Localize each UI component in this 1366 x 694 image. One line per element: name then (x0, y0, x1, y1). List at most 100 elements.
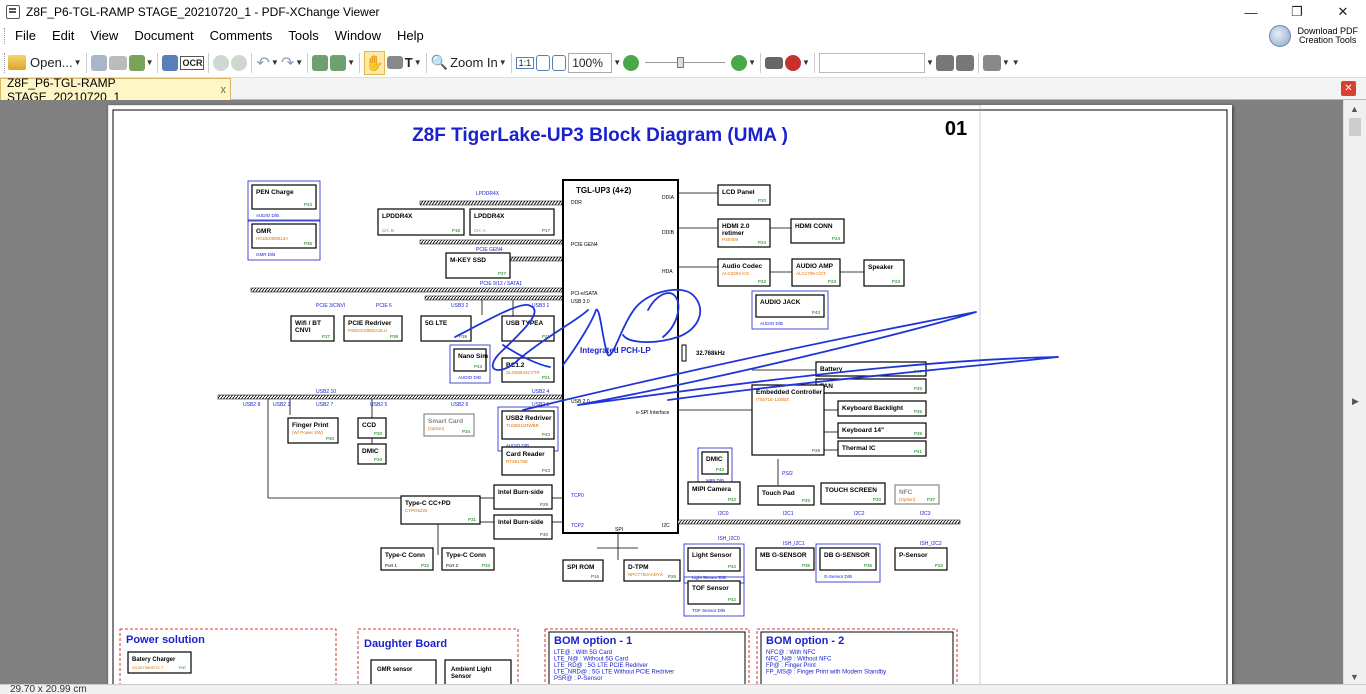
cpu-ddib: DDIB (662, 230, 675, 236)
tab-close-icon[interactable]: x (220, 83, 227, 96)
zoom-in-button[interactable]: ▼ (731, 51, 756, 75)
export-icon (128, 54, 145, 71)
bom-line: LTE_RD@ : 5G LTE PCIE Redriver (554, 663, 648, 669)
block-name: P-Sensor (899, 552, 928, 559)
bus-usb3-1: USB3 1 (532, 303, 549, 309)
block-page: P37 (927, 497, 936, 502)
block-page: P29 (540, 502, 549, 507)
cpu-integrated: Integrated PCH-LP (580, 346, 651, 355)
menu-view[interactable]: View (90, 28, 119, 43)
search-input[interactable] (818, 52, 925, 73)
zoom-level-input[interactable]: 100% (568, 52, 613, 73)
bus-pcie-gen4: PCIE GEN4 (476, 247, 503, 253)
snapshot-button[interactable] (386, 51, 403, 75)
select-text-button[interactable]: T▼ (404, 55, 422, 70)
zoom-in-tool-button[interactable]: 🔍 Zoom In ▼ (430, 54, 507, 70)
block-page: P31 (468, 517, 477, 522)
forward-button[interactable] (231, 51, 248, 75)
menu-file[interactable]: File (15, 28, 36, 43)
block-page: P43 (474, 364, 483, 369)
scan-button[interactable] (162, 51, 179, 75)
download-pdf-tools-button[interactable]: Download PDF Creation Tools (1269, 24, 1358, 48)
scroll-up-icon[interactable]: ▲ (1350, 104, 1359, 114)
search-dropdown-icon[interactable]: ▼ (925, 58, 934, 67)
bus-i2c0: I2C0 (718, 511, 729, 517)
restore-button[interactable]: ❐ (1291, 4, 1303, 19)
toolbar-overflow-icon[interactable]: ▼ (1011, 58, 1020, 67)
rotate-ccw-button[interactable] (312, 51, 329, 75)
menu-edit[interactable]: Edit (51, 28, 75, 43)
block-page: P42 (728, 564, 737, 569)
bom1-title: BOM option - 1 (554, 635, 632, 647)
block-name: Intel Burn-side (498, 519, 544, 526)
document-viewport[interactable]: Z8F TigerLake-UP3 Block Diagram (UMA ) 0… (0, 100, 1343, 684)
open-button[interactable]: Open... ▼ (8, 51, 82, 75)
menu-window[interactable]: Window (334, 28, 382, 43)
spellcheck-button[interactable]: ▼ (785, 51, 810, 75)
block-name: AUDIO JACK (760, 299, 801, 306)
save-button[interactable] (90, 51, 107, 75)
open-dropdown-icon[interactable]: ▼ (73, 58, 82, 67)
side-panel-toggle-icon[interactable]: ▶ (1352, 396, 1359, 406)
camera-icon (386, 56, 403, 69)
undo-button[interactable]: ↶▼ (256, 54, 279, 72)
close-document-button[interactable]: ✕ (1341, 81, 1356, 96)
signature-scribble (454, 288, 1059, 411)
scroll-down-icon[interactable]: ▼ (1350, 672, 1359, 682)
close-button[interactable]: ✕ (1337, 4, 1349, 19)
block-page: P21 (542, 375, 551, 380)
zoom-slider[interactable] (641, 51, 729, 75)
block-note: GMR D/B (256, 252, 275, 257)
abc-icon (785, 54, 802, 71)
cpu-tcp2: TCP2 (571, 523, 584, 529)
zoom-level-select[interactable]: 100% ▼ (568, 51, 621, 75)
cpu-tcp0: TCP0 (571, 493, 584, 499)
hand-tool-button[interactable]: ✋ (364, 50, 385, 75)
document-tab[interactable]: Z8F_P6-TGL-RAMP STAGE_20210720_1 x (0, 76, 231, 104)
block-page: P43 (542, 468, 551, 473)
rotate-cw-button[interactable]: ▼ (330, 51, 355, 75)
block-name: Keyboard 14" (842, 427, 884, 434)
print-button[interactable] (108, 51, 127, 75)
block-page: P21 (542, 334, 551, 339)
block-page: P27 (498, 271, 507, 276)
block-page: P25 (802, 498, 811, 503)
block-name: USB2 Redriver (506, 415, 552, 422)
ocr-button[interactable]: OCR (180, 51, 205, 75)
find-next-button[interactable] (955, 51, 974, 75)
block-note: G-Sensor D/B (824, 574, 852, 579)
menu-bar: File Edit View Document Comments Tools W… (0, 24, 1366, 48)
menu-tools[interactable]: Tools (288, 28, 319, 43)
minimize-button[interactable]: — (1244, 4, 1258, 20)
search-field[interactable]: ▼ (818, 51, 934, 75)
block-name: Touch Pad (762, 490, 795, 497)
block-name-2: retimer (722, 230, 745, 237)
block-page: P27 (322, 334, 331, 339)
tools-options-button[interactable]: ▼ (982, 51, 1010, 75)
menu-document[interactable]: Document (134, 28, 194, 43)
redo-button[interactable]: ↷▼ (280, 54, 304, 72)
block-page: P32 (421, 563, 430, 568)
fit-page-button[interactable] (536, 51, 551, 75)
app-icon (6, 5, 20, 19)
find-previous-button[interactable] (935, 51, 954, 75)
actual-size-button[interactable]: 1:1 (515, 51, 535, 75)
zoom-slider-thumb[interactable] (677, 56, 685, 68)
zoom-out-button[interactable] (623, 51, 640, 75)
block-part: TUSB211RWBR (506, 423, 540, 428)
binoculars-button[interactable] (765, 51, 784, 75)
export-button[interactable]: ▼ (128, 51, 153, 75)
menu-help[interactable]: Help (397, 28, 424, 43)
menu-comments[interactable]: Comments (209, 28, 273, 43)
vertical-scrollbar[interactable]: ▲ ▶ ▼ (1343, 100, 1366, 684)
fit-width-button[interactable] (552, 51, 567, 75)
back-button[interactable] (213, 51, 230, 75)
block-part: ALC3204-CG (722, 271, 750, 276)
zoom-dropdown-icon[interactable]: ▼ (613, 58, 622, 67)
scroll-thumb[interactable] (1349, 118, 1361, 136)
block-name: Smart Card (428, 418, 463, 425)
